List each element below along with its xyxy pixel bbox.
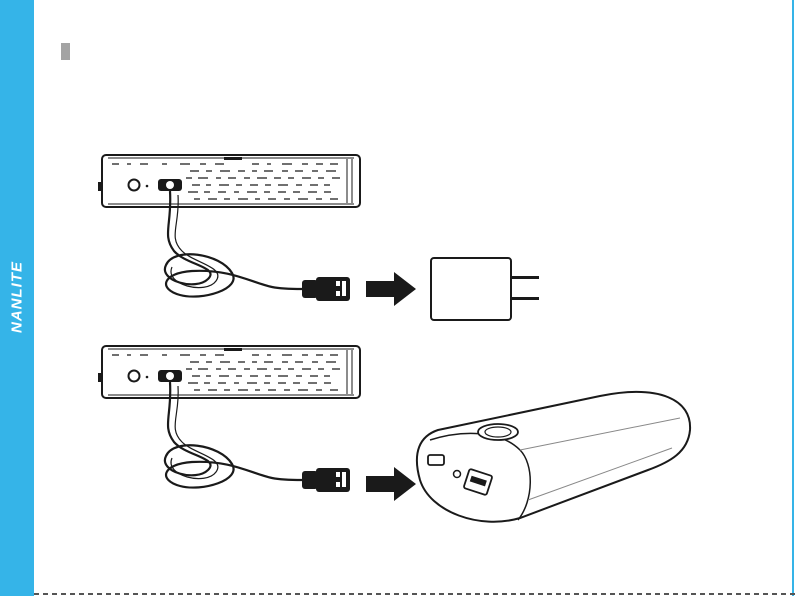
wall-adapter-icon xyxy=(431,258,539,320)
arrow-right-icon xyxy=(366,272,416,306)
led-light-bar xyxy=(98,155,360,207)
arrow-right-icon xyxy=(366,467,416,501)
led-light-bar xyxy=(98,346,360,398)
power-bank-icon xyxy=(417,392,690,522)
